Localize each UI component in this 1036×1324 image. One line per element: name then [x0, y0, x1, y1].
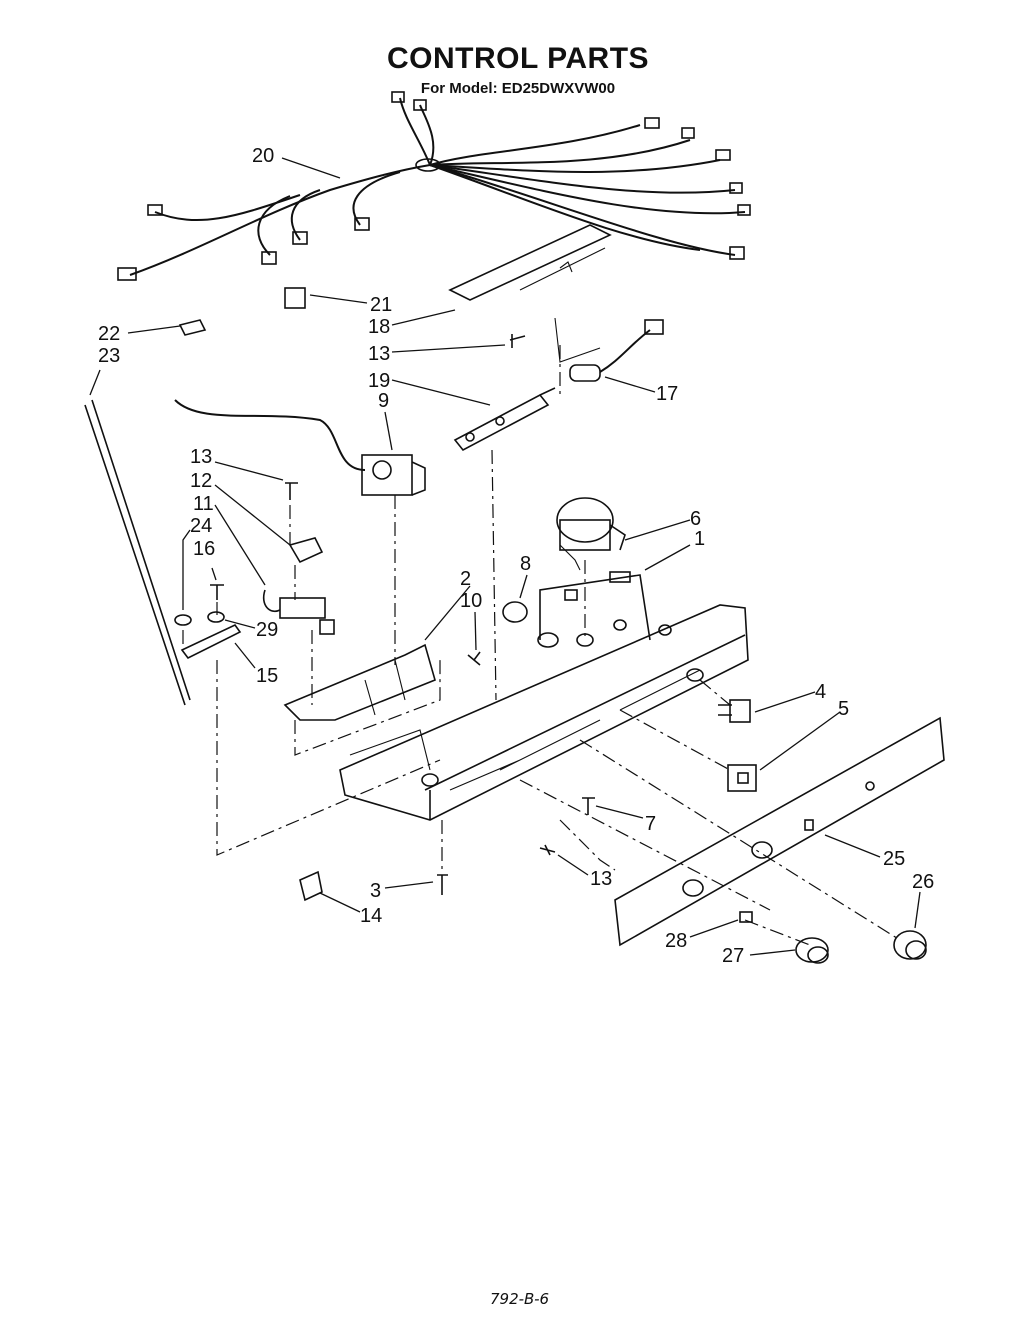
washer-24-part [174, 614, 192, 626]
washer-29-part [207, 611, 225, 623]
clip-28-part [739, 911, 753, 923]
control-housing-1-part [339, 571, 749, 821]
callout-23: 23 [98, 345, 120, 367]
control-shaft-11-part [262, 589, 335, 635]
callout-19: 19 [368, 370, 390, 392]
callout-5: 5 [838, 698, 849, 720]
callout-16: 16 [193, 538, 215, 560]
callout-14: 14 [360, 905, 382, 927]
assembly-lines [182, 345, 901, 946]
callout-15: 15 [256, 665, 278, 687]
callout-13a: 13 [368, 343, 390, 365]
thermostat-9-part [174, 399, 426, 496]
callout-10: 10 [460, 590, 482, 612]
knob-27-part [795, 937, 829, 964]
screw-3-part [437, 874, 448, 895]
callout-1: 1 [694, 528, 705, 550]
callout-3: 3 [370, 880, 381, 902]
screw-10-part [467, 651, 481, 666]
callout-26: 26 [912, 871, 934, 893]
callout-8: 8 [520, 553, 531, 575]
callout-22: 22 [98, 323, 120, 345]
callout-27: 27 [722, 945, 744, 967]
light-socket-19-part [453, 387, 556, 452]
callout-labels: 20 21 22 23 18 13 19 17 9 13 12 11 24 16… [98, 145, 934, 967]
callout-13c: 13 [590, 868, 612, 890]
switch-5-part [727, 764, 757, 792]
clip-22-part [178, 319, 207, 336]
callout-12: 12 [190, 470, 212, 492]
switch-4-part [718, 699, 751, 723]
callout-13b: 13 [190, 446, 212, 468]
callout-25: 25 [883, 848, 905, 870]
bracket-12-part [288, 537, 324, 564]
rod-23-part [84, 399, 191, 706]
screw-13c-part [539, 844, 556, 856]
callout-18: 18 [368, 316, 390, 338]
wire-harness-part [117, 91, 751, 281]
sensor-17-part [554, 317, 664, 382]
bracket-2-part [283, 643, 436, 721]
callout-9: 9 [378, 390, 389, 412]
callout-4: 4 [815, 681, 826, 703]
button-8-part [502, 601, 528, 623]
screw-13b-part [285, 482, 298, 500]
leader-lines [89, 157, 921, 956]
callout-2: 2 [460, 568, 471, 590]
page-title: CONTROL PARTS [386, 42, 650, 75]
page-footer-code: 792-B-6 [490, 1290, 550, 1308]
callout-17: 17 [656, 383, 678, 405]
screw-16-part [210, 584, 224, 600]
screw-7-part [582, 797, 595, 815]
knob-26-part [893, 930, 927, 960]
callout-29: 29 [256, 619, 278, 641]
lever-15-part [180, 623, 242, 660]
callout-20: 20 [252, 145, 274, 167]
callout-21: 21 [370, 294, 392, 316]
callout-28: 28 [665, 930, 687, 952]
clip-14-part [299, 870, 323, 902]
control-panel-25-part [614, 716, 945, 947]
callout-7: 7 [645, 813, 656, 835]
cover-plate-part [448, 224, 612, 301]
callout-24: 24 [190, 515, 212, 537]
damper-motor-6-part [556, 497, 626, 571]
model-subtitle: For Model: ED25DWXVW00 [420, 80, 616, 97]
callout-6: 6 [690, 508, 701, 530]
screw-13a-part [509, 334, 526, 348]
callout-11: 11 [193, 493, 214, 515]
clip-21-part [284, 287, 306, 309]
